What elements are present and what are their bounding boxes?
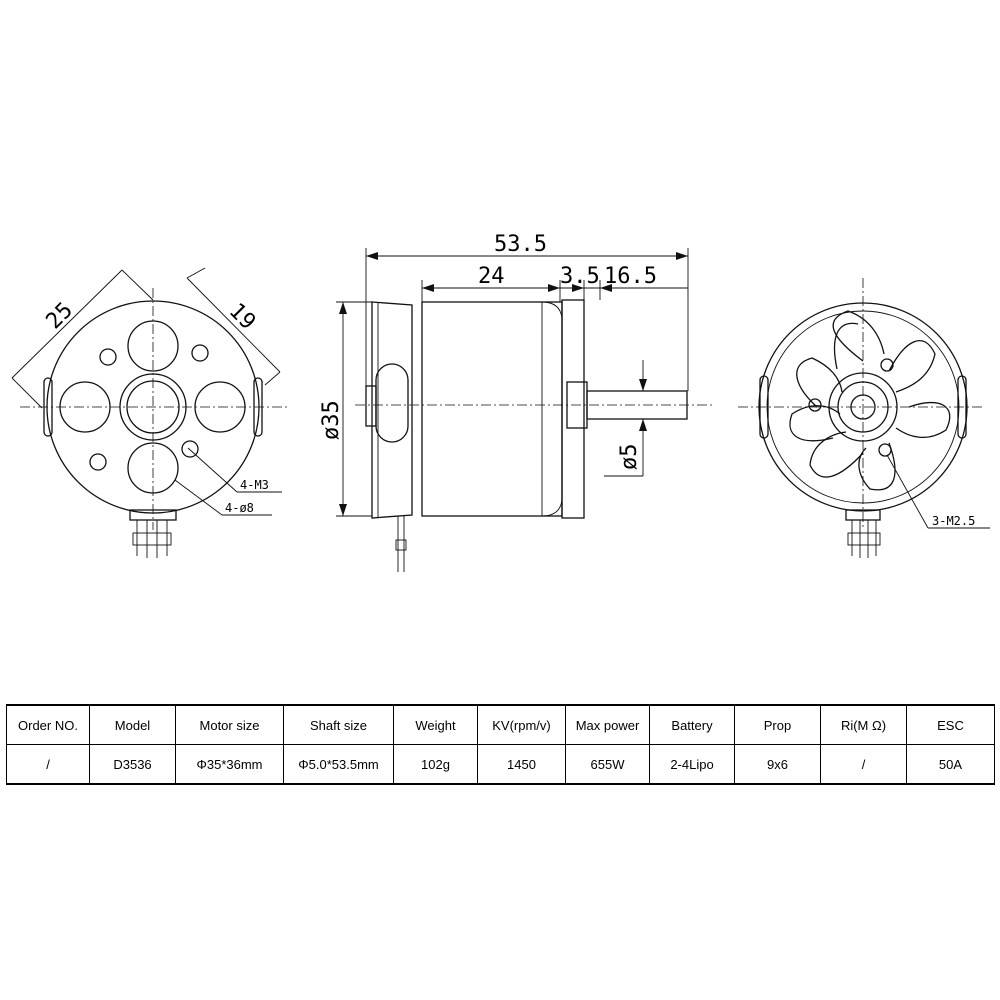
rear-outer-housing — [758, 302, 968, 512]
value-max-power: 655W — [565, 744, 650, 785]
value-order-no: / — [6, 744, 90, 785]
side-view: 53.5 24 3.5 16.5 ø35 ø5 — [319, 232, 712, 572]
mount-hole-1 — [99, 348, 117, 366]
dim-label-24: 24 — [478, 264, 505, 289]
mount-hole-3 — [89, 453, 107, 471]
front-wire-exit — [129, 509, 177, 521]
header-esc: ESC — [906, 704, 995, 745]
header-order-no: Order NO. — [6, 704, 90, 745]
value-kv: 1450 — [477, 744, 566, 785]
vent-hole-top — [127, 320, 179, 372]
header-ri: Ri(M Ω) — [820, 704, 907, 745]
rear-screw-1 — [880, 358, 894, 372]
dim-line-25 — [11, 269, 123, 379]
vent-hole-right — [194, 381, 246, 433]
value-battery: 2-4Lipo — [649, 744, 735, 785]
rear-hub-outer — [828, 372, 898, 442]
side-front-collar — [561, 299, 585, 519]
dim-label-16-5: 16.5 — [604, 264, 657, 289]
value-ri: / — [820, 744, 907, 785]
front-outer-housing — [46, 300, 260, 514]
rear-view: 3-M2.5 — [738, 278, 990, 558]
spec-value-row: / D3536 Φ35*36mm Φ5.0*53.5mm 102g 1450 6… — [6, 744, 995, 785]
header-motor-size: Motor size — [175, 704, 284, 745]
front-center-bore — [126, 380, 180, 434]
rear-right-slot — [957, 375, 967, 439]
value-motor-size: Φ35*36mm — [175, 744, 284, 785]
header-prop: Prop — [734, 704, 821, 745]
rear-left-slot — [759, 375, 769, 439]
vent-hole-bottom — [127, 442, 179, 494]
mount-hole-4 — [181, 440, 199, 458]
dim-label-o5: ø5 — [617, 444, 642, 471]
dim-label-19: 19 — [224, 299, 260, 335]
header-model: Model — [89, 704, 176, 745]
dim-label-3-5: 3.5 — [560, 264, 600, 289]
rear-fan-blades — [789, 310, 951, 491]
rear-screw-2 — [808, 398, 822, 412]
header-battery: Battery — [649, 704, 735, 745]
side-rear-bearing — [375, 363, 409, 443]
side-rotor-bell — [421, 301, 563, 517]
header-weight: Weight — [393, 704, 478, 745]
value-weight: 102g — [393, 744, 478, 785]
dim-line-19 — [186, 277, 281, 373]
dim-label-25: 25 — [42, 298, 78, 334]
rear-hub-ring — [837, 381, 889, 433]
value-esc: 50A — [906, 744, 995, 785]
callout-3-m2-5: 3-M2.5 — [932, 514, 975, 528]
value-shaft-size: Φ5.0*53.5mm — [283, 744, 394, 785]
front-view: 25 19 4-M3 4-ø8 — [11, 267, 290, 558]
header-shaft-size: Shaft size — [283, 704, 394, 745]
rear-wire-exit — [845, 509, 881, 521]
value-prop: 9x6 — [734, 744, 821, 785]
front-left-slot — [43, 377, 53, 437]
spec-table: Order NO. Model Motor size Shaft size We… — [6, 704, 995, 785]
callout-4-o8: 4-ø8 — [225, 501, 254, 515]
spec-header-row: Order NO. Model Motor size Shaft size We… — [6, 704, 995, 745]
value-model: D3536 — [89, 744, 176, 785]
header-max-power: Max power — [565, 704, 650, 745]
vent-hole-left — [59, 381, 111, 433]
motor-technical-drawing: 25 19 4-M3 4-ø8 — [11, 232, 990, 572]
front-center-boss — [119, 373, 187, 441]
rear-screw-3 — [878, 443, 892, 457]
mount-hole-2 — [191, 344, 209, 362]
header-kv: KV(rpm/v) — [477, 704, 566, 745]
dim-label-o35: ø35 — [319, 400, 344, 440]
rear-hub-bore — [850, 394, 876, 420]
side-rear-stub — [365, 385, 377, 427]
callout-4-m3: 4-M3 — [240, 478, 269, 492]
front-right-slot — [253, 377, 263, 437]
dim-label-53-5: 53.5 — [494, 232, 547, 257]
side-rear-cap — [371, 301, 413, 519]
side-shaft — [586, 390, 688, 420]
